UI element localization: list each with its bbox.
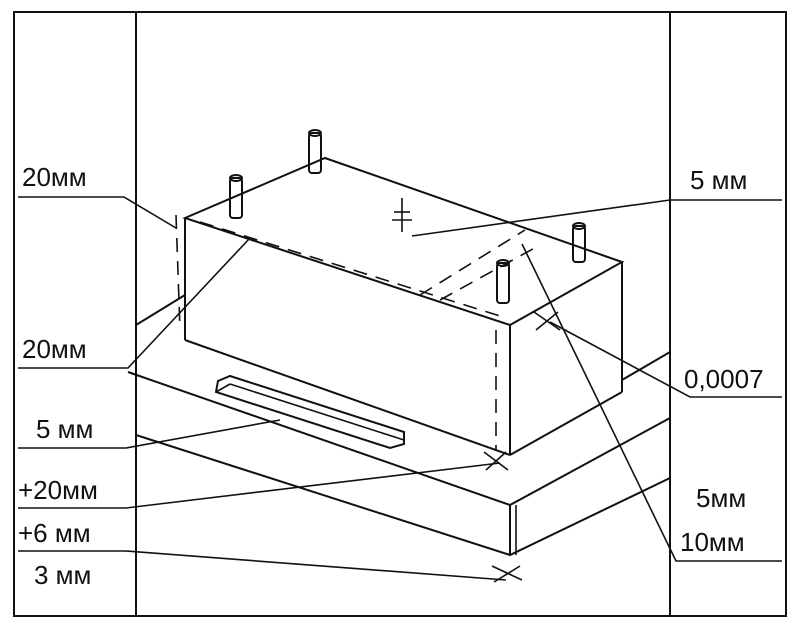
block-bottom-right-edge <box>509 391 623 456</box>
slot-inner-long-edge <box>229 383 405 441</box>
block-top-face <box>182 156 625 327</box>
frame <box>13 11 787 617</box>
label-left-5mm: 5 мм <box>36 414 93 444</box>
pin-2 <box>308 129 322 174</box>
outer-border <box>13 11 787 617</box>
pin-3 <box>572 222 586 263</box>
block-hidden-line-1 <box>199 221 501 317</box>
label-left-plus20mm: +20мм <box>18 475 98 505</box>
block-hidden-line-5 <box>175 214 181 331</box>
pin-4 <box>496 259 510 304</box>
label-right-5mm-bottom: 5мм <box>696 483 746 513</box>
label-left-20mm-top: 20мм <box>22 162 87 192</box>
pin-1 <box>229 174 243 219</box>
leader-left-6 <box>125 550 507 581</box>
label-left-3mm: 3 мм <box>34 560 91 590</box>
block <box>175 156 625 456</box>
plate-back-left-edge <box>135 294 186 326</box>
leader-right-1 <box>411 199 782 237</box>
leader-left-2 <box>18 237 251 369</box>
base-plate <box>127 294 671 557</box>
label-left-20mm-mid: 20мм <box>22 334 87 364</box>
slot <box>214 374 405 450</box>
label-left-plus6mm: +6 мм <box>18 518 91 548</box>
leader-right-3 <box>521 243 782 562</box>
label-right-00007: 0,0007 <box>684 364 764 394</box>
leader-left-3 <box>18 419 281 449</box>
leader-right-2 <box>549 321 782 398</box>
block-bottom-front-edge <box>184 339 511 456</box>
plate-bottom-front-edges <box>135 434 671 557</box>
flatness-symbol <box>392 198 412 232</box>
label-right-10mm: 10мм <box>680 527 745 557</box>
plate-right-back-edge <box>621 351 671 381</box>
leader-left-1 <box>18 196 177 229</box>
right-leaders <box>411 199 782 562</box>
leader-left-4 <box>18 462 501 509</box>
pins <box>229 129 586 304</box>
block-hidden-line-2 <box>419 229 526 296</box>
left-leaders <box>18 196 507 581</box>
slot-inner-edge <box>215 383 231 393</box>
label-right-5mm-top: 5 мм <box>690 165 747 195</box>
block-hidden-line-3 <box>439 244 541 301</box>
